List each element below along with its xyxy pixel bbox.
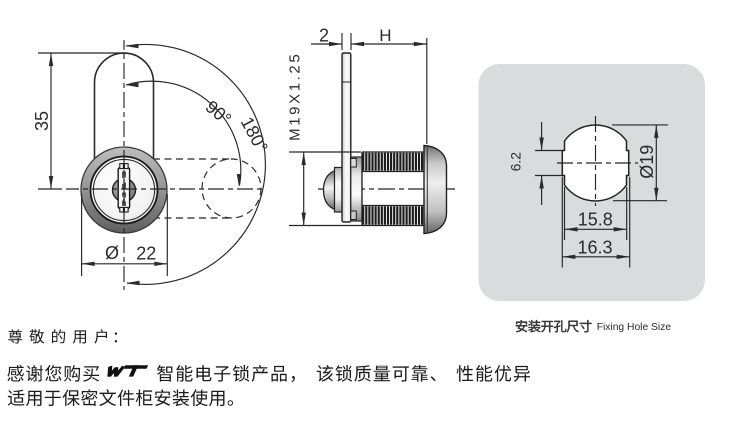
svg-text:15.8: 15.8 (578, 210, 613, 230)
svg-text:35: 35 (32, 111, 52, 131)
svg-text:Ø: Ø (105, 243, 119, 263)
svg-text:2: 2 (319, 25, 329, 45)
svg-text:6.2: 6.2 (508, 152, 524, 172)
svg-text:22: 22 (136, 243, 156, 263)
svg-text:Fixing Hole Size: Fixing Hole Size (597, 322, 672, 333)
svg-text:M19X1.25: M19X1.25 (287, 52, 304, 141)
svg-text:Ø19: Ø19 (637, 145, 657, 179)
svg-text:H: H (379, 26, 391, 45)
svg-text:16.3: 16.3 (577, 238, 612, 258)
